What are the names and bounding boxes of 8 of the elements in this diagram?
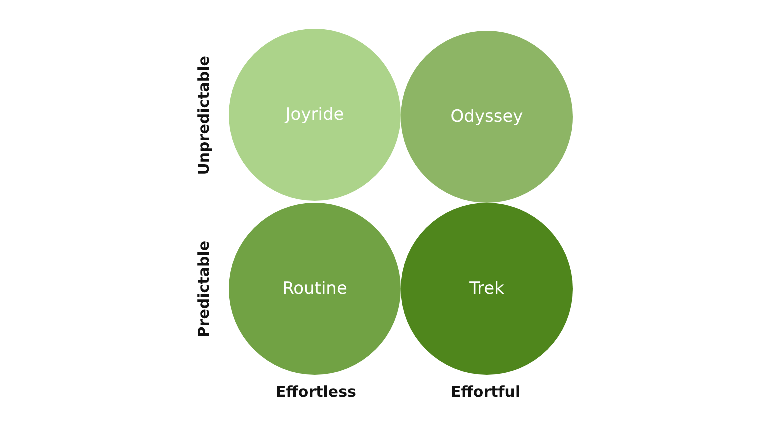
- axis-label: Predictable: [195, 240, 213, 338]
- axis-label: Effortful: [451, 383, 521, 401]
- quadrant-label: Trek: [470, 279, 504, 299]
- axis-label: Effortless: [276, 383, 356, 401]
- quadrant-label: Routine: [282, 279, 348, 299]
- quadrant-label: Joyride: [286, 105, 344, 125]
- axis-label: Unpredictable: [195, 56, 213, 175]
- quadrant-label: Odyssey: [450, 107, 524, 127]
